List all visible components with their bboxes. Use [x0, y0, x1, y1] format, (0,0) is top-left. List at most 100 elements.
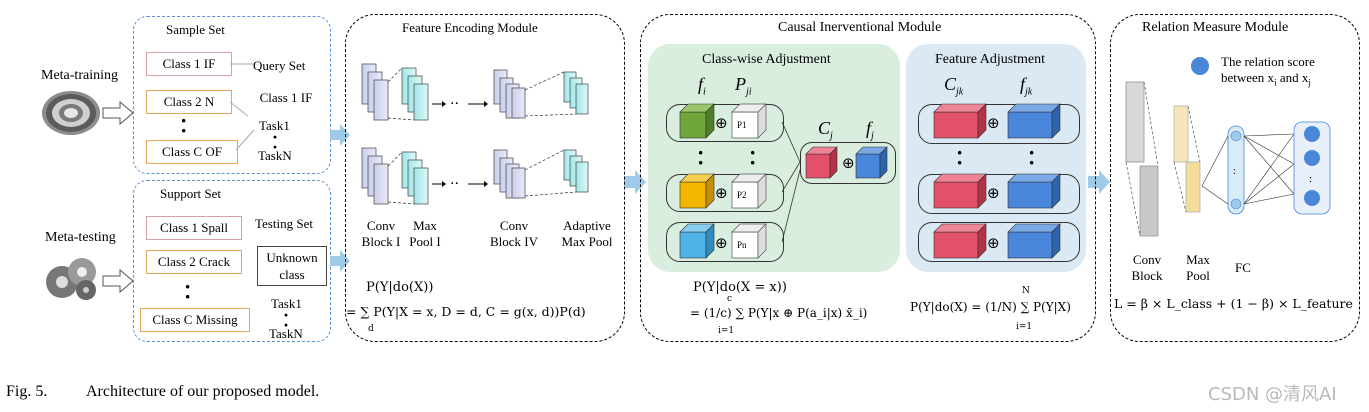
support-class-2: Class 2 Crack — [146, 250, 242, 274]
blue-cube — [679, 223, 715, 259]
cw-formula-top: P(Y|do(X = x)) — [693, 280, 787, 295]
support-task-last: TaskN — [269, 326, 303, 341]
fj-blue-cube — [855, 146, 888, 179]
figure-caption: Architecture of our proposed model. — [86, 383, 320, 400]
enc-label-conv4-l2: Block IV — [489, 234, 539, 249]
enc-label-conv1-l1: Conv — [366, 218, 396, 233]
sample-set-panel — [133, 16, 331, 174]
causal-panel — [640, 14, 1096, 342]
maxpool-1-bottom — [401, 151, 429, 205]
feat-row-1 — [918, 104, 1080, 144]
flow-arrow-4 — [1088, 170, 1110, 194]
relation-conv-block — [1125, 81, 1159, 237]
support-task-dots: ·· — [283, 305, 290, 335]
enc-label-pool1-l1: Max — [413, 218, 437, 233]
sample-vdots: ·· — [180, 108, 188, 143]
relation-fc: : — [1227, 125, 1245, 215]
oplus-3: ⊕ — [715, 234, 728, 252]
green-cube — [679, 103, 715, 139]
encoding-blocks: ·· ·· — [361, 63, 589, 205]
rel-label-fc: FC — [1235, 260, 1251, 275]
sample-task-last: TaskN — [258, 148, 292, 163]
p2-cube — [731, 173, 767, 209]
feature-encoding-panel — [345, 14, 625, 342]
svg-text:··: ·· — [450, 96, 459, 112]
support-class-1: Class 1 Spall — [146, 216, 242, 240]
cj-sub: j — [830, 130, 833, 142]
conv-block-1-top — [361, 63, 389, 121]
enc-label-conv1: Conv Block I — [356, 218, 406, 250]
relation-legend-dot — [1191, 57, 1209, 75]
conv-block-4-bottom — [493, 149, 526, 199]
cj-red-cube — [805, 146, 838, 179]
maxpool-1-top — [401, 67, 429, 121]
enc-label-pool1: Max Pool I — [400, 218, 450, 250]
relation-loss: L = β × L_class + (1 − β) × L_feature — [1114, 296, 1353, 311]
enc-formula-bottom: = ∑ P(Y|X = x, D = d, C = g(x, d))P(d) — [346, 304, 586, 319]
enc-label-adaptive: Adaptive Max Pool — [552, 218, 622, 250]
support-task-first: Task1 — [271, 296, 302, 311]
relation-panel — [1110, 14, 1360, 342]
legend-xi-sub: i — [1274, 77, 1277, 88]
fi-label: fi — [698, 74, 706, 98]
feat-row-2 — [918, 174, 1080, 214]
relation-legend-line2: between xi and xj — [1221, 70, 1311, 88]
oplus-cj: ⊕ — [842, 154, 855, 172]
fjk-label: fjk — [1020, 74, 1032, 98]
support-vdots: ·· — [184, 274, 192, 309]
oplus-1: ⊕ — [715, 114, 728, 132]
svg-text:··: ·· — [450, 176, 459, 192]
meta-testing-label: Meta-testing — [45, 230, 116, 245]
feat-vdots-2: ·· — [1028, 140, 1036, 175]
relation-network: : : — [1125, 81, 1331, 237]
class-row-1 — [666, 104, 784, 142]
legend-and: and x — [1276, 70, 1309, 85]
enc-label-conv4-l1: Conv — [499, 218, 529, 233]
relation-max-pool — [1173, 105, 1201, 213]
feature-adj-title: Feature Adjustment — [935, 52, 1046, 67]
fi-symbol: f — [698, 74, 704, 94]
feat-red-2 — [933, 173, 987, 209]
meta-training-label: Meta-training — [41, 68, 118, 83]
relation-title: Relation Measure Module — [1142, 20, 1289, 35]
fa-formula-sub: i=1 — [1016, 322, 1033, 332]
class-row-n — [666, 222, 784, 262]
feat-red-1 — [933, 103, 987, 139]
pn-cube — [731, 223, 767, 259]
sample-connector-lines — [229, 63, 255, 151]
enc-formula-top: P(Y|do(X)) — [366, 280, 434, 295]
fj-label: fj — [866, 118, 874, 142]
cw-formula-sup: c — [727, 294, 733, 304]
cj-fj-box — [800, 142, 896, 184]
yellow-cube — [679, 173, 715, 209]
query-set-title: Query Set — [253, 58, 306, 73]
feat-blue-2 — [1007, 173, 1061, 209]
unknown-line2: class — [279, 267, 305, 282]
arrow-training — [102, 100, 134, 126]
oplus-2: ⊕ — [715, 184, 728, 202]
unknown-class-box: Unknown class — [257, 246, 327, 286]
arrow-testing — [102, 268, 134, 294]
sample-task-dots: ·· — [272, 127, 279, 157]
fa-formula-sup: N — [1022, 286, 1030, 296]
fjk-sub: jk — [1025, 86, 1033, 98]
feat-row-3 — [918, 222, 1080, 262]
rel-label-pool-l2: Pool — [1186, 268, 1210, 283]
class-row-2 — [666, 174, 784, 212]
sample-class-c: Class C OF — [146, 140, 238, 164]
feat-oplus-1: ⊕ — [987, 114, 1000, 132]
watermark: CSDN @清风AI — [1208, 384, 1337, 405]
class-vdots-2: ·· — [749, 140, 757, 175]
figure-number: Fig. 5. — [6, 383, 48, 400]
testing-set-title: Testing Set — [255, 216, 313, 231]
legend-xj-sub: j — [1308, 77, 1311, 88]
causal-title: Causal Inerventional Module — [778, 20, 942, 35]
feat-vdots-1: ·· — [956, 140, 964, 175]
sample-class-2: Class 2 N — [146, 90, 232, 114]
p2-text: P2 — [737, 190, 747, 200]
pji-symbol: P — [735, 74, 746, 94]
rel-label-pool-l1: Max — [1186, 252, 1210, 267]
pn-text: Pn — [737, 240, 747, 250]
enc-label-pool1-l2: Pool I — [409, 234, 441, 249]
p1-cube — [731, 103, 767, 139]
